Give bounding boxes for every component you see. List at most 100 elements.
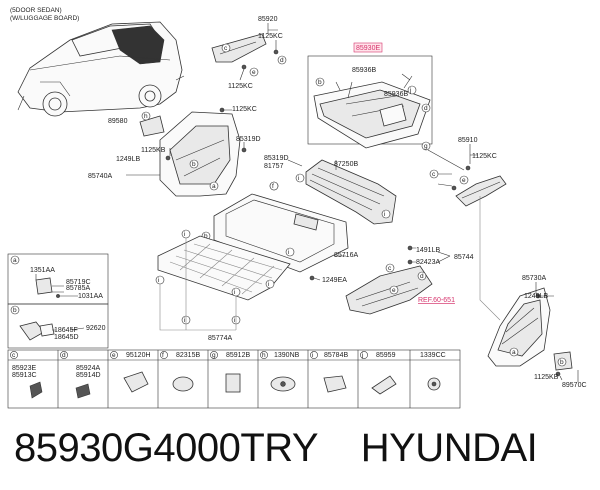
bracket-85920: c e d — [211, 23, 287, 81]
floor-panel: c d e — [309, 263, 433, 315]
svg-text:e: e — [392, 287, 396, 294]
svg-text:b: b — [318, 79, 322, 86]
svg-text:i: i — [234, 289, 235, 296]
label-85716a: 85716A — [334, 252, 358, 259]
label-85936b-b: 85936B — [384, 91, 408, 98]
legend-f-letter: f — [162, 352, 164, 359]
legend-c-part-1: 85913C — [12, 372, 37, 379]
svg-text:i: i — [184, 317, 185, 324]
svg-text:d: d — [420, 273, 424, 280]
svg-text:j: j — [409, 87, 411, 94]
bracket-85910: c e — [427, 144, 507, 207]
footer: 85930G4000TRY HYUNDAI — [14, 426, 594, 476]
legend-1339cc-part-0: 1339CC — [420, 352, 446, 359]
legend-box-a: a 1351AA 85719C 85785A 1031AA — [7, 253, 109, 305]
label-1249lb-a: 1249LB — [116, 156, 140, 163]
svg-text:e: e — [462, 177, 466, 184]
label-89580: 89580 — [108, 118, 128, 125]
svg-text:e: e — [252, 69, 256, 76]
svg-text:d: d — [280, 57, 284, 64]
label-85730a: 85730A — [522, 275, 546, 282]
svg-text:g: g — [424, 143, 428, 150]
right-side-trim-85730a: a b — [479, 196, 579, 382]
legend-b-part-0: 18645F — [54, 327, 78, 334]
legend-a-part-0: 1351AA — [30, 267, 55, 274]
legend-h-letter: h — [262, 352, 266, 359]
label-82423a: 82423A — [416, 259, 440, 266]
svg-text:h: h — [144, 113, 148, 120]
svg-text:i: i — [184, 231, 185, 238]
label-85936b-a: 85936B — [352, 67, 376, 74]
svg-text:i: i — [384, 211, 385, 218]
svg-text:a: a — [512, 349, 516, 356]
svg-text:i: i — [234, 317, 235, 324]
footer-brand: HYUNDAI — [360, 426, 538, 470]
legend-j-letter: j — [361, 352, 363, 359]
header-line2: (W/LUGGAGE BOARD) — [10, 15, 79, 22]
label-85774a: 85774A — [208, 335, 232, 342]
label-81757: 81757 — [264, 163, 284, 170]
legend-d-part-1: 85914D — [76, 372, 101, 379]
svg-text:i: i — [268, 281, 269, 288]
legend-d-part-0: 85924A — [76, 365, 100, 372]
legend-i-letter: i — [312, 352, 313, 359]
legend-a-letter: a — [13, 257, 17, 264]
svg-text:i: i — [298, 175, 299, 182]
label-85930e: 85930E — [356, 45, 380, 52]
svg-text:b: b — [204, 233, 208, 240]
legend-table: c 85923E 85913C d 85924A 85914D e 95120H… — [7, 349, 461, 409]
svg-text:d: d — [424, 105, 428, 112]
legend-a-part-2: 85785A — [66, 285, 90, 292]
label-1125kb: 1125KB — [141, 147, 166, 154]
svg-text:b: b — [192, 161, 196, 168]
legend-b-letter: b — [13, 307, 17, 314]
legend-b-part-1: 18645D — [54, 334, 79, 341]
highlight-box-85930e — [353, 42, 383, 53]
legend-d-letter: d — [62, 352, 66, 359]
legend-h-part-0: 1390NB — [274, 352, 300, 359]
svg-text:a: a — [212, 183, 216, 190]
hook-85744 — [407, 245, 451, 265]
label-1249lb-b: 1249LB — [524, 293, 548, 300]
legend-c-part-0: 85923E — [12, 365, 36, 372]
legend-g-letter: g — [212, 352, 216, 359]
label-1491lb: 1491LB — [416, 247, 440, 254]
legend-b-part-2: 92620 — [86, 325, 106, 332]
label-1249ea: 1249EA — [322, 277, 347, 284]
label-85319d-b: 85319D — [264, 155, 289, 162]
legend-a-part-1: 85719C — [66, 279, 91, 286]
legend-box-b: b 18645F 18645D 92620 — [7, 303, 109, 349]
svg-text:i: i — [158, 277, 159, 284]
left-side-trim-85740a: h b a — [126, 107, 247, 197]
label-1125kc-b: 1125KC — [228, 83, 253, 90]
luggage-cover-85930e: b d j g — [307, 55, 433, 151]
label-1125kc-a: 1125KC — [258, 33, 283, 40]
label-1125kc-c: 1125KC — [232, 106, 257, 113]
label-85319d-a: 85319D — [236, 136, 261, 143]
svg-text:b: b — [560, 359, 564, 366]
legend-j-part-0: 85959 — [376, 352, 396, 359]
legend-g-part-0: 85912B — [226, 352, 250, 359]
svg-text:i: i — [288, 249, 289, 256]
svg-text:c: c — [432, 171, 436, 178]
label-85910: 85910 — [458, 137, 478, 144]
label-85744: 85744 — [454, 254, 474, 261]
header-line1: (5DOOR SEDAN) — [10, 7, 62, 14]
footer-part-number: 85930G4000TRY — [14, 426, 319, 470]
legend-e-part-0: 95120H — [126, 352, 151, 359]
label-89570c: 89570C — [562, 382, 587, 389]
label-1125kb-b: 1125KB — [534, 374, 559, 381]
label-87250b: 87250B — [334, 161, 358, 168]
label-85920: 85920 — [258, 16, 278, 23]
label-85740a: 85740A — [88, 173, 112, 180]
legend-c-letter: c — [12, 352, 16, 359]
exploded-parts-diagram: (5DOOR SEDAN) (W/LUGGAGE BOARD) c e d 85… — [7, 7, 587, 409]
legend-e-letter: e — [112, 352, 116, 359]
svg-text:f: f — [272, 183, 274, 190]
svg-text:c: c — [388, 265, 392, 272]
legend-i-part-0: 85784B — [324, 352, 348, 359]
legend-a-part-3: 1031AA — [78, 293, 103, 300]
car-illustration — [17, 21, 185, 117]
legend-f-part-0: 82315B — [176, 352, 200, 359]
cargo-net-85774a: i i i i i i — [155, 229, 291, 331]
